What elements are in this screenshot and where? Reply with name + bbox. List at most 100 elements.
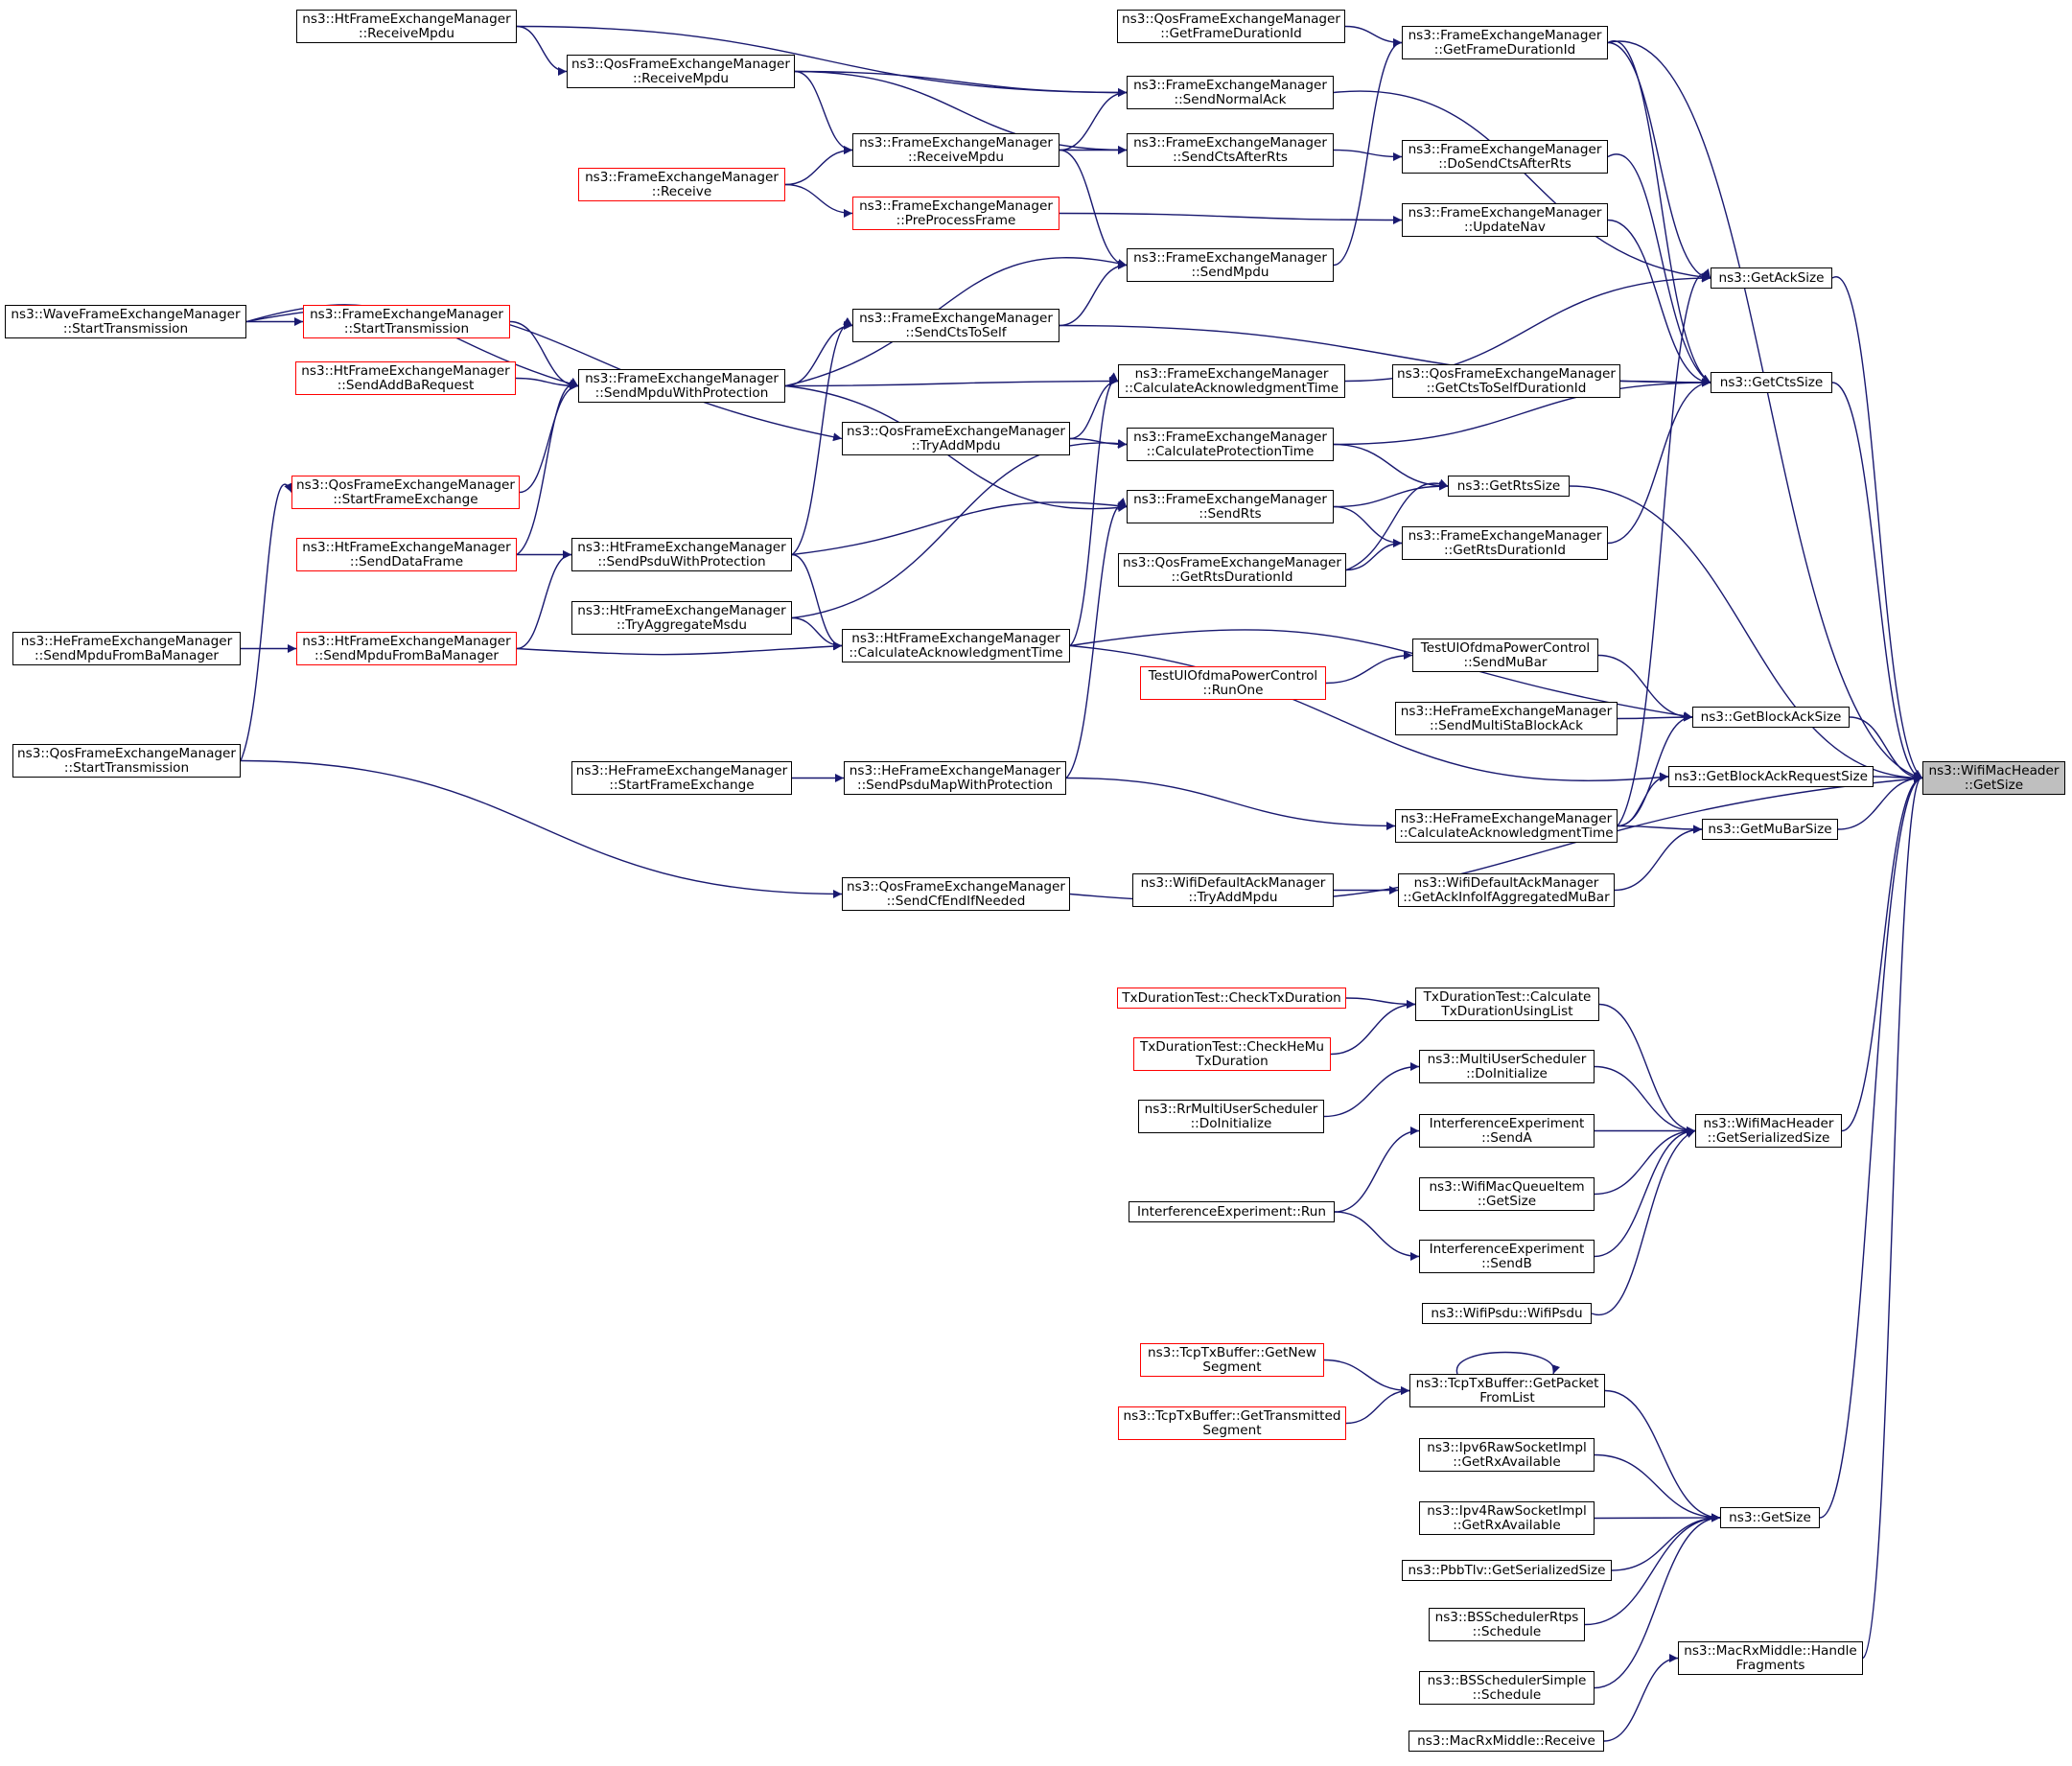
node-getmubarsize[interactable]: ns3::GetMuBarSize	[1702, 819, 1838, 840]
node-he-startframeexchange[interactable]: ns3::HeFrameExchangeManager::StartFrameE…	[571, 761, 792, 795]
node-label-line: ns3::MacRxMiddle::Handle	[1684, 1642, 1857, 1659]
node-bssimple-schedule[interactable]: ns3::BSSchedulerSimple::Schedule	[1419, 1671, 1595, 1705]
edge-macrx-receive-to-macrx-handlefragments	[1603, 1654, 1679, 1742]
edge-he-sendmultistablockack-to-getblockacksize	[1617, 712, 1693, 722]
node-wdam-getackinfo[interactable]: ns3::WifiDefaultAckManager::GetAckInfoIf…	[1398, 873, 1615, 907]
node-ie-sendb[interactable]: InterferenceExperiment::SendB	[1419, 1240, 1595, 1273]
node-label-line: ns3::HtFrameExchangeManager	[302, 633, 511, 649]
node-rrmus-doinitialize[interactable]: ns3::RrMultiUserScheduler::DoInitialize	[1138, 1100, 1324, 1133]
edge-rrmus-doinitialize-to-mus-doinitialize	[1323, 1062, 1420, 1118]
edge-fem-sendctsafterrts-to-fem-dosendctsafterrts	[1333, 149, 1403, 161]
node-wifimacheader-getsize[interactable]: ns3::WifiMacHeader::GetSize	[1922, 761, 2065, 795]
node-qos-receivempdu[interactable]: ns3::QosFrameExchangeManager::ReceiveMpd…	[567, 55, 795, 88]
node-he-sendpsdumapwithprotection[interactable]: ns3::HeFrameExchangeManager::SendPsduMap…	[844, 761, 1066, 795]
node-label-line: ns3::QosFrameExchangeManager	[296, 476, 515, 493]
node-fem-sendctsafterrts[interactable]: ns3::FrameExchangeManager::SendCtsAfterR…	[1127, 133, 1334, 167]
node-txd-checktxduration[interactable]: TxDurationTest::CheckTxDuration	[1117, 988, 1346, 1009]
node-qos-starttransmission[interactable]: ns3::QosFrameExchangeManager::StartTrans…	[12, 744, 241, 778]
node-label-line: ::ReceiveMpdu	[908, 149, 1004, 165]
node-bsrtps-schedule[interactable]: ns3::BSSchedulerRtps::Schedule	[1429, 1608, 1585, 1641]
node-test-sendmubar[interactable]: TestUlOfdmaPowerControl::SendMuBar	[1412, 639, 1598, 672]
node-qos-tryaddmpdu[interactable]: ns3::QosFrameExchangeManager::TryAddMpdu	[842, 422, 1070, 455]
node-label-line: ::Schedule	[1472, 1623, 1542, 1639]
node-he-calcackt[interactable]: ns3::HeFrameExchangeManager::CalculateAc…	[1395, 809, 1618, 843]
node-label-line: ::SendRts	[1199, 505, 1262, 522]
node-ht-senddataframe[interactable]: ns3::HtFrameExchangeManager::SendDataFra…	[296, 538, 517, 571]
node-fem-getframedurationid[interactable]: ns3::FrameExchangeManager::GetFrameDurat…	[1402, 26, 1608, 59]
node-ht-sendmpdufrombamanager[interactable]: ns3::HtFrameExchangeManager::SendMpduFro…	[296, 632, 517, 665]
node-fem-calcackt[interactable]: ns3::FrameExchangeManager::CalculateAckn…	[1118, 364, 1345, 398]
node-fem-sendrts[interactable]: ns3::FrameExchangeManager::SendRts	[1127, 490, 1334, 523]
node-ipv6raw-getrxavailable[interactable]: ns3::Ipv6RawSocketImpl::GetRxAvailable	[1419, 1438, 1595, 1472]
node-label-line: ns3::WaveFrameExchangeManager	[11, 306, 241, 322]
node-ht-calcackt[interactable]: ns3::HtFrameExchangeManager::CalculateAc…	[842, 629, 1070, 662]
node-he-sendmultistablockack[interactable]: ns3::HeFrameExchangeManager::SendMultiSt…	[1395, 702, 1618, 735]
node-label-line: ::SendMpduFromBaManager	[35, 647, 219, 663]
node-fem-dosendctsafterrts[interactable]: ns3::FrameExchangeManager::DoSendCtsAfte…	[1402, 140, 1608, 174]
edge-fem-starttransmission-to-fem-sendmpduwithprotection	[509, 320, 579, 390]
node-mus-doinitialize[interactable]: ns3::MultiUserScheduler::DoInitialize	[1419, 1050, 1595, 1083]
edge-qos-receivempdu-to-fem-sendctsafterrts	[794, 70, 1128, 154]
node-ht-sendpsduwithprotection[interactable]: ns3::HtFrameExchangeManager::SendPsduWit…	[571, 538, 792, 571]
node-ht-tryaggregatemsdu[interactable]: ns3::HtFrameExchangeManager::TryAggregat…	[571, 601, 792, 635]
node-getctssize[interactable]: ns3::GetCtsSize	[1711, 372, 1832, 393]
node-pbbtlv-getserializedsize[interactable]: ns3::PbbTlv::GetSerializedSize	[1402, 1560, 1612, 1581]
node-wmqi-getsize[interactable]: ns3::WifiMacQueueItem::GetSize	[1419, 1177, 1595, 1211]
node-macrx-receive[interactable]: ns3::MacRxMiddle::Receive	[1408, 1731, 1604, 1752]
edge-txd-checkhemu-to-txd-calculate	[1330, 1000, 1416, 1056]
node-label-line: TestUlOfdmaPowerControl	[1420, 639, 1591, 656]
node-wdam-tryaddmpdu[interactable]: ns3::WifiDefaultAckManager::TryAddMpdu	[1132, 873, 1334, 907]
node-label-line: ::StartFrameExchange	[333, 491, 478, 507]
edge-fem-dosendctsafterrts-to-getctssize	[1607, 153, 1711, 383]
node-getrtssize[interactable]: ns3::GetRtsSize	[1448, 476, 1570, 497]
node-label-line: ns3::GetAckSize	[1718, 269, 1825, 286]
node-ht-sendaddbarequest[interactable]: ns3::HtFrameExchangeManager::SendAddBaRe…	[295, 361, 516, 395]
edge-ipv4raw-getrxavailable-to-getsize	[1594, 1513, 1721, 1522]
edge-ht-sendpsduwithprotection-to-fem-sendctstoself	[791, 316, 853, 556]
node-wave-starttransmission[interactable]: ns3::WaveFrameExchangeManager::StartTran…	[5, 305, 246, 338]
edge-qos-receivempdu-to-fem-receivempdu	[794, 70, 853, 154]
node-qos-getrtsdurationid[interactable]: ns3::QosFrameExchangeManager::GetRtsDura…	[1118, 553, 1346, 587]
node-fem-sendctstoself[interactable]: ns3::FrameExchangeManager::SendCtsToSelf	[852, 309, 1059, 342]
node-ht-receivempdu[interactable]: ns3::HtFrameExchangeManager::ReceiveMpdu	[296, 10, 517, 43]
node-he-sendmpdufrombamanager[interactable]: ns3::HeFrameExchangeManager::SendMpduFro…	[12, 632, 241, 665]
node-ie-senda[interactable]: InterferenceExperiment::SendA	[1419, 1114, 1595, 1148]
node-qos-getctstoselfdurationid[interactable]: ns3::QosFrameExchangeManager::GetCtsToSe…	[1392, 364, 1620, 398]
node-label-line: ns3::GetSize	[1729, 1509, 1811, 1525]
node-ipv4raw-getrxavailable[interactable]: ns3::Ipv4RawSocketImpl::GetRxAvailable	[1419, 1501, 1595, 1535]
node-label-line: ns3::QosFrameExchangeManager	[847, 878, 1065, 895]
node-fem-starttransmission[interactable]: ns3::FrameExchangeManager::StartTransmis…	[303, 305, 510, 338]
node-fem-sendnormalack[interactable]: ns3::FrameExchangeManager::SendNormalAck	[1127, 76, 1334, 109]
node-fem-receive[interactable]: ns3::FrameExchangeManager::Receive	[578, 168, 785, 201]
node-fem-calcprott[interactable]: ns3::FrameExchangeManager::CalculateProt…	[1127, 428, 1334, 461]
node-label-line: ::Receive	[651, 183, 712, 199]
node-fem-sendmpduwithprotection[interactable]: ns3::FrameExchangeManager::SendMpduWithP…	[578, 369, 785, 403]
node-ie-run[interactable]: InterferenceExperiment::Run	[1129, 1201, 1335, 1222]
node-fem-preprocessframe[interactable]: ns3::FrameExchangeManager::PreProcessFra…	[852, 197, 1059, 230]
edge-qos-receivempdu-to-fem-sendnormalack	[794, 70, 1128, 97]
node-test-runone[interactable]: TestUlOfdmaPowerControl::RunOne	[1140, 666, 1326, 700]
node-qos-sendcfendifneeded[interactable]: ns3::QosFrameExchangeManager::SendCfEndI…	[842, 877, 1070, 911]
node-getsize[interactable]: ns3::GetSize	[1720, 1507, 1820, 1528]
node-label-line: ns3::HeFrameExchangeManager	[1400, 703, 1613, 719]
node-getblockacksize[interactable]: ns3::GetBlockAckSize	[1692, 707, 1850, 728]
node-label-line: ns3::HeFrameExchangeManager	[849, 762, 1061, 778]
node-getblockackrequestsize[interactable]: ns3::GetBlockAckRequestSize	[1668, 766, 1874, 787]
node-wifimacheader-getserializedsize[interactable]: ns3::WifiMacHeader::GetSerializedSize	[1695, 1114, 1842, 1148]
node-fem-receivempdu[interactable]: ns3::FrameExchangeManager::ReceiveMpdu	[852, 133, 1059, 167]
node-wifipsdu[interactable]: ns3::WifiPsdu::WifiPsdu	[1422, 1303, 1592, 1324]
node-fem-getrtsdurationid[interactable]: ns3::FrameExchangeManager::GetRtsDuratio…	[1402, 526, 1608, 560]
node-label-line: ::SendCfEndIfNeeded	[886, 893, 1026, 909]
node-qos-startframeexchange[interactable]: ns3::QosFrameExchangeManager::StartFrame…	[291, 476, 520, 509]
node-label-line: ::GetFrameDurationId	[1433, 41, 1576, 58]
node-fem-updatenav[interactable]: ns3::FrameExchangeManager::UpdateNav	[1402, 203, 1608, 237]
node-getacksize[interactable]: ns3::GetAckSize	[1711, 267, 1832, 289]
node-qos-getframedurationid[interactable]: ns3::QosFrameExchangeManager::GetFrameDu…	[1117, 10, 1345, 43]
node-fem-sendmpdu[interactable]: ns3::FrameExchangeManager::SendMpdu	[1127, 248, 1334, 282]
